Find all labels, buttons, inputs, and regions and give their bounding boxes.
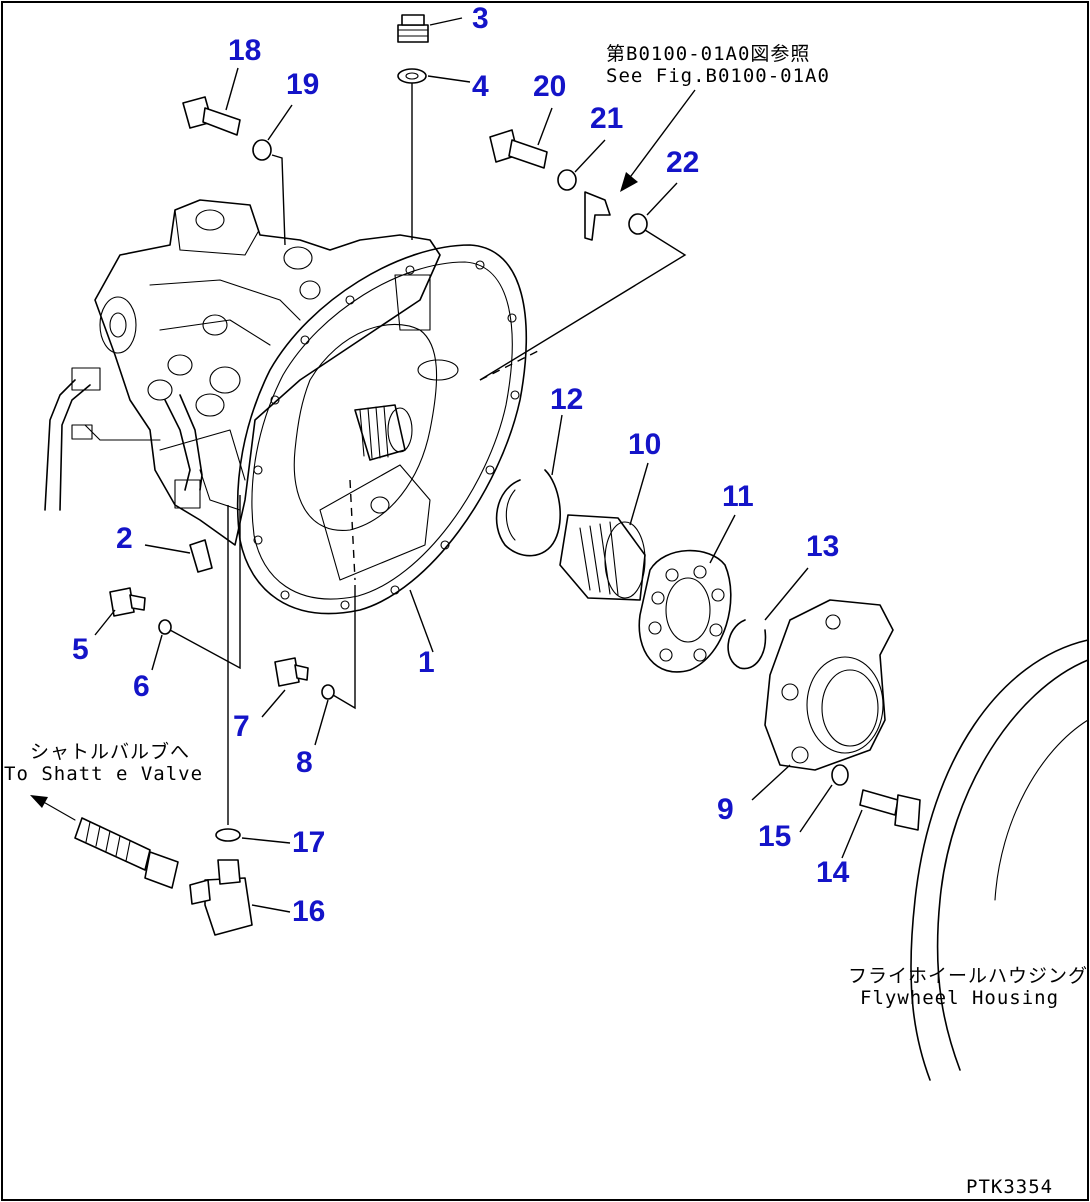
part-17-oring	[215, 828, 241, 842]
callout-leaders	[94, 17, 863, 913]
callout-3: 3	[472, 2, 489, 35]
callout-5: 5	[72, 633, 89, 666]
callout-18: 18	[228, 34, 262, 67]
flywheel-note-en: Flywheel Housing	[860, 986, 1060, 1009]
callout-1: 1	[418, 646, 435, 679]
shuttle-hose-drawing	[30, 795, 179, 889]
shuttle-note-en: To Shatt e Valve	[4, 762, 204, 785]
callout-10: 10	[628, 428, 662, 461]
part-15-washer	[831, 764, 849, 786]
drawing-code: PTK3354	[966, 1176, 1054, 1198]
reference-note-en: See Fig.B0100-01A0	[606, 64, 830, 87]
flywheel-note-jp: フライホイールハウジング	[848, 965, 1089, 987]
callout-4: 4	[472, 70, 489, 103]
callout-21: 21	[590, 102, 624, 135]
part-20-bolt	[489, 129, 548, 169]
shuttle-note-jp: シャトルバルブへ	[30, 741, 191, 763]
callout-22: 22	[666, 146, 700, 179]
callout-7: 7	[233, 710, 250, 743]
part-3-plug	[397, 14, 429, 43]
callout-6: 6	[133, 670, 150, 703]
part-11-bearing	[638, 549, 732, 673]
callout-12: 12	[550, 383, 584, 416]
part-10-coupling	[559, 514, 646, 601]
callout-8: 8	[296, 746, 313, 779]
part-2-fitting	[189, 539, 213, 573]
part-8-oring	[321, 684, 335, 700]
part-22-nut	[628, 213, 648, 235]
axis-centerline	[479, 349, 541, 381]
reference-note-jp: 第B0100-01A0図参照	[606, 43, 811, 65]
callout-9: 9	[717, 793, 734, 826]
callout-15: 15	[758, 820, 792, 853]
reference-note: 第B0100-01A0図参照 See Fig.B0100-01A0	[606, 43, 830, 88]
bracket-drawing	[584, 191, 611, 241]
part-14-bolt	[859, 789, 921, 831]
part-6-oring	[158, 619, 172, 635]
callout-16: 16	[292, 895, 326, 928]
callout-11: 11	[722, 480, 754, 513]
part-7-plug	[274, 657, 309, 687]
part-13-snap-ring	[727, 619, 767, 670]
part-18-bolt	[182, 96, 241, 136]
shuttle-valve-note: シャトルバルブへ To Shatt e Valve	[4, 741, 204, 786]
part-5-plug	[109, 587, 146, 617]
part-21-washer	[557, 169, 577, 191]
callout-17: 17	[292, 826, 326, 859]
callout-2: 2	[116, 522, 133, 555]
part-12-snap-ring	[495, 469, 561, 557]
pump-body-drawing	[44, 199, 441, 546]
part-4-washer	[397, 68, 427, 84]
callout-20: 20	[533, 70, 567, 103]
flywheel-housing-drawing	[910, 639, 1089, 1081]
callout-19: 19	[286, 68, 320, 101]
part-9-housing	[764, 599, 894, 771]
flange-drawing	[236, 244, 528, 615]
part-16-elbow	[189, 859, 253, 936]
callout-14: 14	[816, 856, 850, 889]
flywheel-note: フライホイールハウジング Flywheel Housing	[848, 965, 1089, 1010]
callout-13: 13	[806, 530, 840, 563]
part-19-washer	[252, 139, 272, 161]
dash-centerline-lower	[349, 479, 356, 581]
